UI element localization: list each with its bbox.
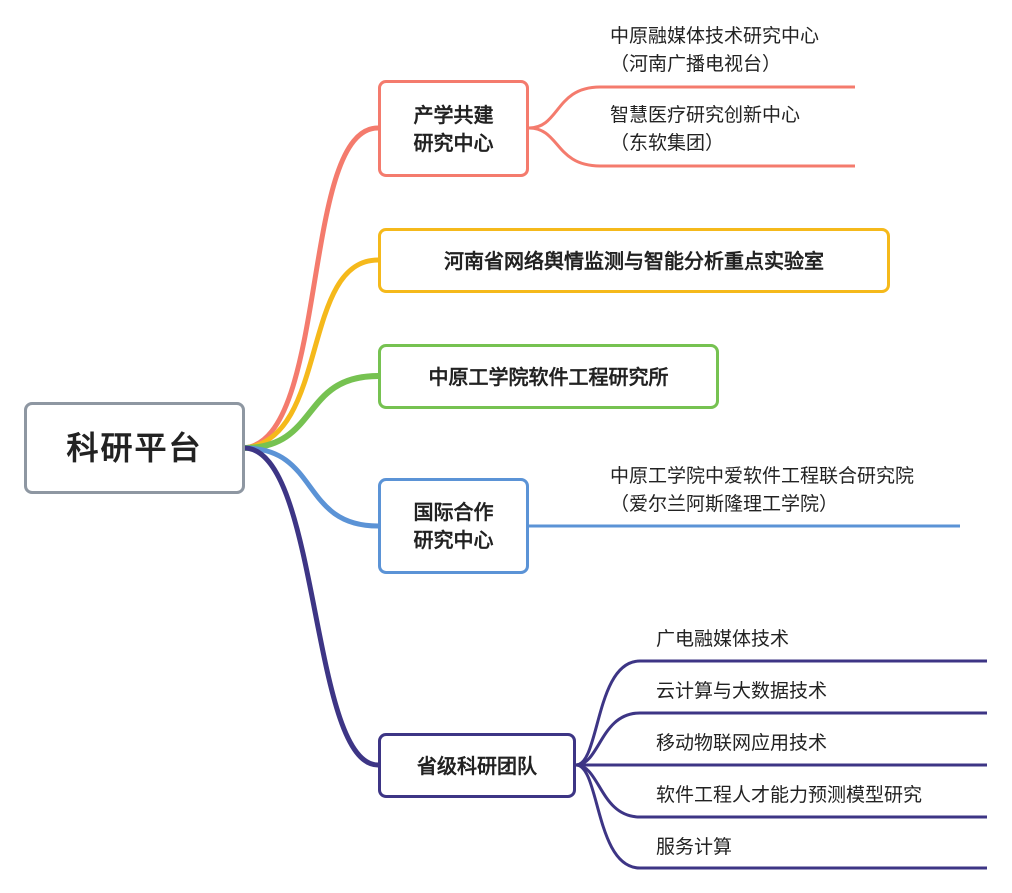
leaf-label[interactable]: 中原工学院中爱软件工程联合研究院 （爱尔兰阿斯隆理工学院） bbox=[610, 465, 915, 515]
leaf-label[interactable]: 云计算与大数据技术 bbox=[656, 680, 828, 702]
connector-branch-5-child-1 bbox=[575, 659, 987, 767]
connector-root-to-branch-2 bbox=[241, 257, 381, 451]
connector-root-to-branch-4 bbox=[241, 445, 381, 529]
root-label: 科研平台 bbox=[66, 428, 203, 467]
leaf-label[interactable]: 广电融媒体技术 bbox=[656, 628, 790, 650]
branch-node-industry-research-center[interactable]: 产学共建 研究中心 bbox=[378, 80, 529, 177]
leaf-label[interactable]: 中原融媒体技术研究中心 （河南广播电视台） bbox=[610, 25, 820, 75]
branch-label: 产学共建 研究中心 bbox=[413, 102, 494, 155]
branch-label: 河南省网络舆情监测与智能分析重点实验室 bbox=[444, 248, 824, 273]
connector-root-to-branch-1 bbox=[241, 125, 381, 451]
connector-branch-1-child-2 bbox=[528, 126, 855, 168]
leaf-label[interactable]: 服务计算 bbox=[656, 836, 733, 858]
connector-branch-5-child-5 bbox=[575, 763, 987, 870]
leaf-label[interactable]: 智慧医疗研究创新中心 （东软集团） bbox=[610, 104, 801, 154]
leaf-label[interactable]: 移动物联网应用技术 bbox=[656, 732, 828, 754]
connector-root-to-branch-5 bbox=[241, 445, 381, 768]
leaf-label[interactable]: 软件工程人才能力预测模型研究 bbox=[656, 784, 923, 806]
connector-branch-5-child-2 bbox=[575, 711, 987, 767]
root-node[interactable]: 科研平台 bbox=[24, 402, 245, 494]
branch-node-international-research-center[interactable]: 国际合作 研究中心 bbox=[378, 478, 529, 574]
branch-label: 省级科研团队 bbox=[417, 753, 537, 778]
connector-root-to-branch-3 bbox=[241, 373, 381, 451]
branch-node-provincial-research-teams[interactable]: 省级科研团队 bbox=[378, 733, 576, 798]
branch-node-software-engineering-institute[interactable]: 中原工学院软件工程研究所 bbox=[378, 344, 719, 409]
branch-label: 中原工学院软件工程研究所 bbox=[428, 364, 669, 389]
branch-label: 国际合作 研究中心 bbox=[413, 500, 494, 552]
branch-node-key-laboratory[interactable]: 河南省网络舆情监测与智能分析重点实验室 bbox=[378, 228, 890, 293]
connector-branch-1-child-1 bbox=[528, 85, 855, 130]
